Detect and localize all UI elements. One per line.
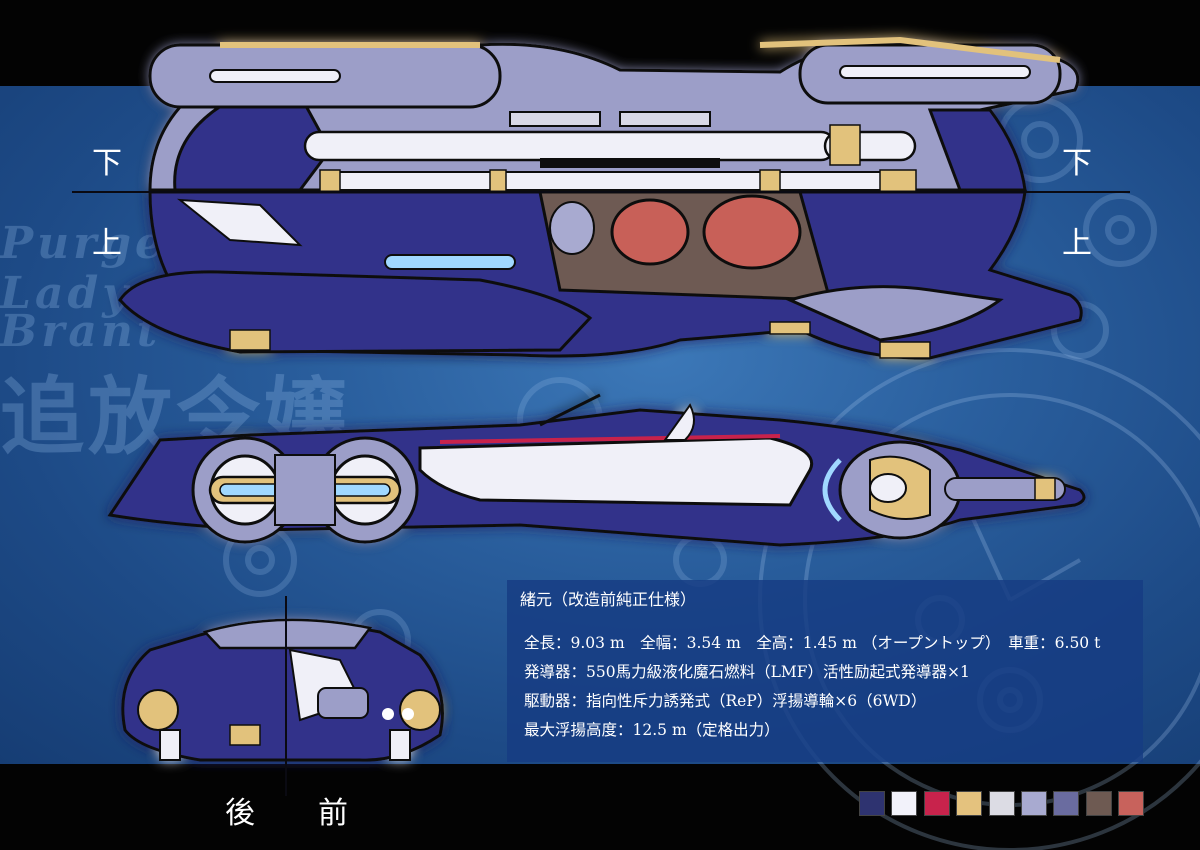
top-bottom-divider-line: [72, 191, 1130, 193]
palette-swatch: [1118, 791, 1145, 816]
label-top-left: 上: [92, 226, 122, 261]
palette-swatch: [859, 791, 885, 816]
spec-line-dimensions: 全長：9.03 m 全幅：3.54 m 全高：1.45 m （オープントップ） …: [524, 634, 1101, 652]
watermark-latin-line: Brant: [0, 306, 162, 357]
label-front: 前: [318, 796, 348, 831]
spec-panel: [507, 580, 1143, 762]
palette-swatch: [1021, 791, 1047, 816]
palette-swatch: [891, 791, 918, 816]
spec-line-engine: 発導器：550馬力級液化魔石燃料（LMF）活性励起式発導器×1: [524, 663, 970, 681]
label-underside-right: 下: [1062, 146, 1092, 181]
spec-line-altitude: 最大浮揚高度：12.5 m（定格出力）: [524, 721, 780, 739]
vehicle-side-view: [107, 393, 1086, 547]
front-rear-divider-line: [285, 596, 287, 796]
palette-swatch: [956, 791, 983, 816]
label-underside-left: 下: [92, 146, 122, 181]
spec-line-drive: 駆動器：指向性斥力誘発式（ReP）浮揚導輪×6（6WD）: [524, 692, 927, 710]
vehicle-front-rear-view: [121, 618, 444, 762]
palette-swatch: [1053, 791, 1080, 816]
label-rear: 後: [225, 796, 255, 831]
palette-swatch: [1085, 791, 1112, 816]
palette-swatch: [988, 791, 1015, 816]
spec-title: 緒元（改造前純正仕様）: [520, 590, 697, 609]
vehicle-top-bottom-view: [118, 36, 1083, 360]
label-top-right: 上: [1062, 226, 1092, 261]
palette-swatch: [923, 791, 950, 816]
